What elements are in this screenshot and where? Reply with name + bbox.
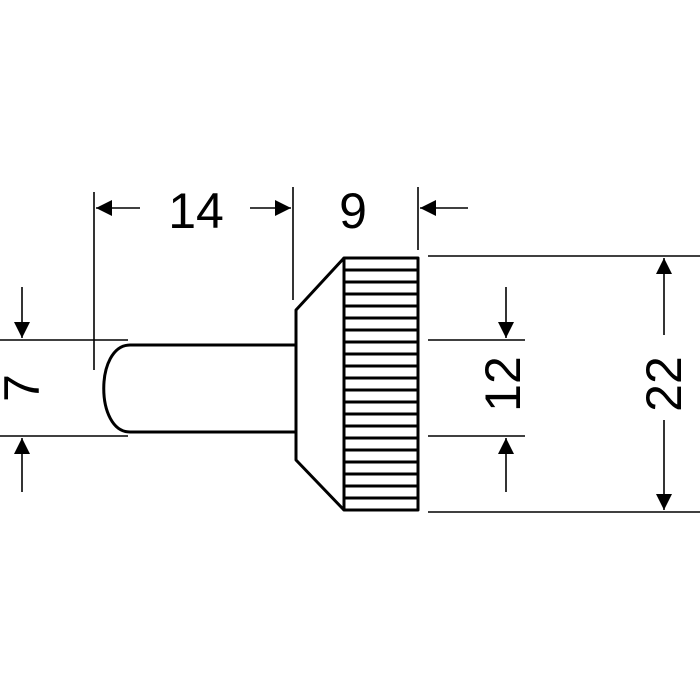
knurled-head	[342, 256, 420, 512]
part-outline	[102, 256, 420, 512]
extension-lines	[0, 187, 700, 513]
dim-label-12: 12	[475, 356, 531, 412]
collar	[294, 256, 346, 512]
dim-label-22: 22	[636, 356, 692, 412]
dim-label-9: 9	[339, 183, 367, 239]
knurling	[344, 268, 418, 500]
dim-label-7: 7	[0, 374, 50, 402]
shaft	[102, 343, 296, 434]
dim-label-14: 14	[168, 183, 224, 239]
dimension-arrows	[13, 200, 672, 510]
